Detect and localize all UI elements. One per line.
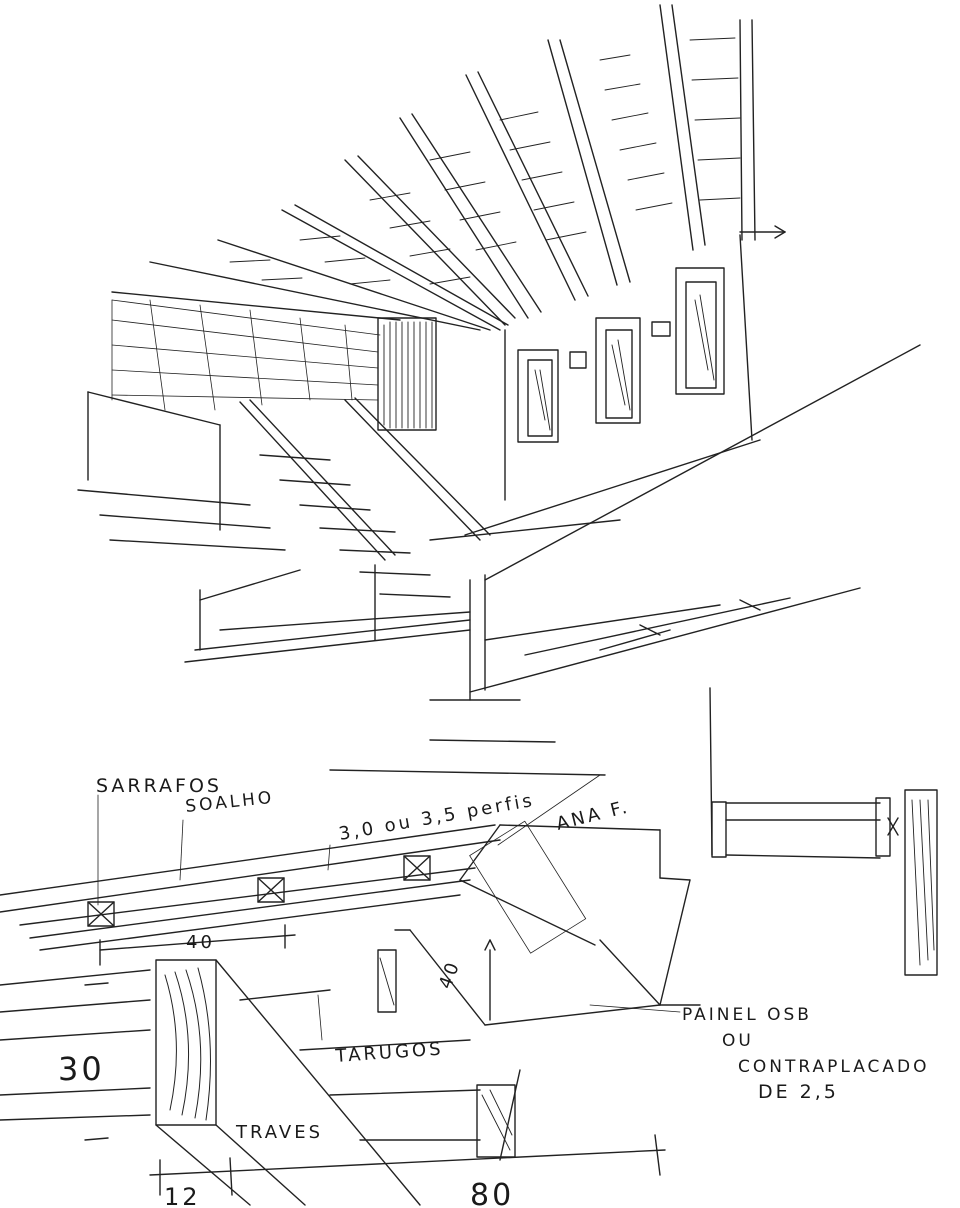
panel-section-detail [709, 687, 938, 976]
dark-wall-panel [377, 317, 437, 431]
label-panel-line1: PAINEL OSB [682, 1005, 812, 1025]
interior-perspective-sketch [77, 4, 921, 701]
staircase [77, 391, 491, 701]
dimension-spacing [99, 924, 296, 966]
dim-rise: 40 [435, 957, 465, 991]
roof-decking-hatch [229, 37, 741, 285]
tarugo-block [469, 820, 587, 954]
dim-width: 12 [164, 1183, 201, 1208]
label-panel-line3: CONTRAPLACADO [738, 1057, 930, 1077]
traves-grain [164, 967, 211, 1121]
floor-structure-detail [0, 687, 938, 1206]
support-beams [394, 824, 701, 1026]
floor-boards [0, 699, 606, 951]
leader-lines [97, 774, 601, 1041]
sarrafo-blocks [87, 855, 431, 927]
dim-height: 30 [58, 1050, 105, 1088]
ceiling-grid [111, 299, 381, 411]
osb-leader [589, 1004, 681, 1013]
dim-depth: 80 [470, 1178, 514, 1208]
detail-floor-lines [0, 969, 521, 1161]
roof-beams [111, 4, 756, 331]
tarugos-blocks [377, 949, 516, 1158]
label-panel-line2: OU [722, 1031, 754, 1051]
wall-with-windows [504, 225, 786, 501]
label-panel-line4: DE 2,5 [758, 1081, 839, 1103]
label-tarugos: TARUGOS [334, 1038, 444, 1067]
label-traves: TRAVES [235, 1122, 323, 1143]
window-glass-hatch [534, 294, 715, 431]
dim-spacing: 40 [186, 932, 215, 953]
label-spacing-note: 3,0 ou 3,5 perfis [337, 790, 536, 845]
dimension-bottom [149, 1134, 666, 1196]
label-sarrafos: SARRAFOS [96, 775, 222, 797]
floor-lines [429, 344, 921, 693]
